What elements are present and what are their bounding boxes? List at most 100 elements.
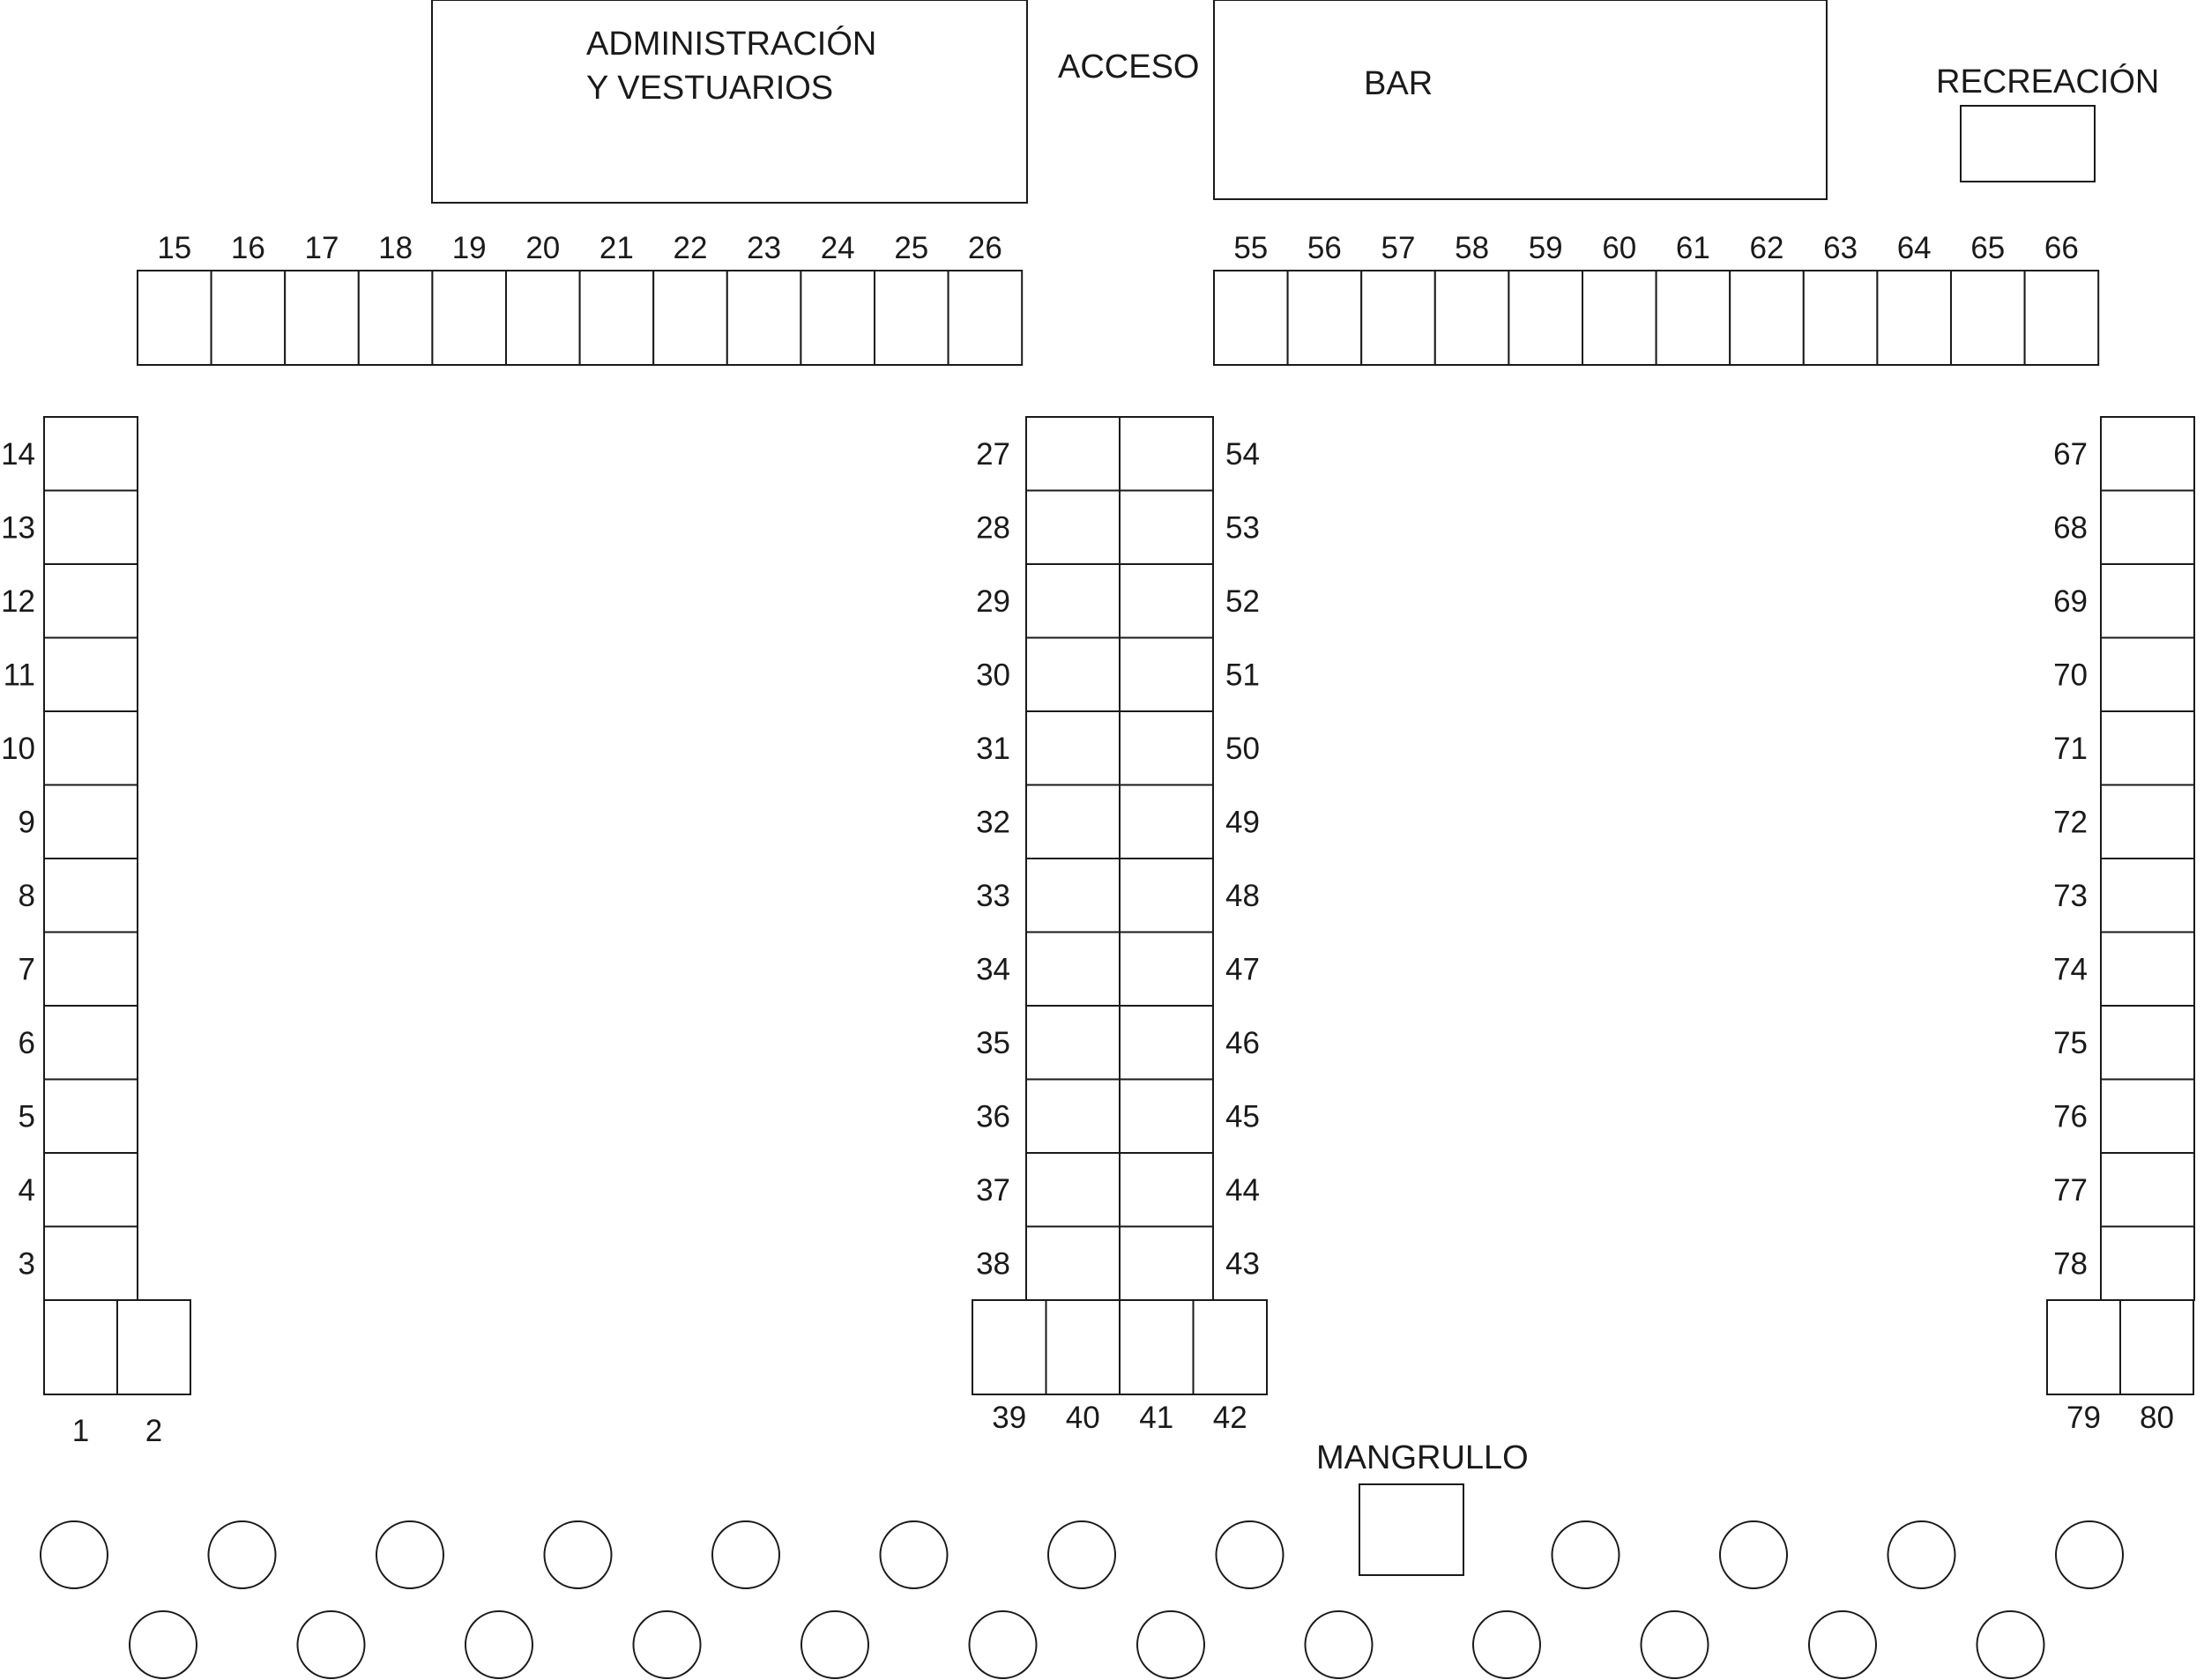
plot-64[interactable]	[1876, 270, 1952, 366]
plot-11[interactable]	[43, 636, 138, 712]
plot-52[interactable]	[1119, 563, 1214, 639]
plot-label-14: 14	[1, 437, 35, 472]
plot-26[interactable]	[947, 270, 1024, 366]
plot-40[interactable]	[1045, 1299, 1121, 1395]
plot-68[interactable]	[2100, 489, 2195, 565]
plot-label-39: 39	[992, 1401, 1026, 1435]
plot-46[interactable]	[1119, 1005, 1214, 1081]
administration-building	[431, 0, 1028, 204]
plot-20[interactable]	[505, 270, 581, 366]
plot-23[interactable]	[726, 270, 802, 366]
plot-7[interactable]	[43, 931, 138, 1007]
plot-19[interactable]	[431, 270, 507, 366]
plot-65[interactable]	[1950, 270, 2026, 366]
plot-10[interactable]	[43, 710, 138, 786]
plot-61[interactable]	[1655, 270, 1731, 366]
plot-16[interactable]	[210, 270, 287, 366]
plot-label-22: 22	[674, 231, 708, 265]
plot-63[interactable]	[1802, 270, 1879, 366]
plot-label-74: 74	[2053, 952, 2088, 986]
plot-label-57: 57	[1381, 231, 1416, 265]
plot-18[interactable]	[357, 270, 434, 366]
plot-4[interactable]	[43, 1152, 138, 1228]
plot-label-23: 23	[747, 231, 781, 265]
plot-45[interactable]	[1119, 1078, 1214, 1154]
plot-33[interactable]	[1025, 858, 1121, 933]
plot-49[interactable]	[1119, 784, 1214, 859]
plot-71[interactable]	[2100, 710, 2195, 786]
plot-label-35: 35	[976, 1026, 1010, 1060]
plot-79[interactable]	[2046, 1299, 2121, 1395]
plot-3[interactable]	[43, 1225, 138, 1301]
plot-39[interactable]	[972, 1299, 1047, 1395]
plot-76[interactable]	[2100, 1078, 2195, 1154]
plot-29[interactable]	[1025, 563, 1121, 639]
plot-14[interactable]	[43, 416, 138, 492]
plot-label-79: 79	[2066, 1401, 2101, 1435]
plot-48[interactable]	[1119, 858, 1214, 933]
plot-22[interactable]	[652, 270, 728, 366]
plot-55[interactable]	[1213, 270, 1289, 366]
plot-label-34: 34	[976, 952, 1010, 986]
plot-35[interactable]	[1025, 1005, 1121, 1081]
plot-label-54: 54	[1225, 437, 1260, 472]
plot-34[interactable]	[1025, 931, 1121, 1007]
plot-73[interactable]	[2100, 858, 2195, 933]
plot-41[interactable]	[1119, 1299, 1195, 1395]
plot-67[interactable]	[2100, 416, 2195, 492]
plot-27[interactable]	[1025, 416, 1121, 492]
plot-label-9: 9	[19, 805, 35, 839]
plot-15[interactable]	[137, 270, 212, 366]
plot-56[interactable]	[1286, 270, 1363, 366]
plot-62[interactable]	[1729, 270, 1805, 366]
plot-59[interactable]	[1508, 270, 1584, 366]
plot-51[interactable]	[1119, 636, 1214, 712]
plot-47[interactable]	[1119, 931, 1214, 1007]
plot-1[interactable]	[43, 1299, 118, 1395]
plot-32[interactable]	[1025, 784, 1121, 859]
plot-66[interactable]	[2023, 270, 2100, 366]
plot-43[interactable]	[1119, 1225, 1214, 1301]
plot-78[interactable]	[2100, 1225, 2195, 1301]
plot-36[interactable]	[1025, 1078, 1121, 1154]
plot-label-58: 58	[1455, 231, 1489, 265]
plot-37[interactable]	[1025, 1152, 1121, 1228]
plot-31[interactable]	[1025, 710, 1121, 786]
plot-25[interactable]	[874, 270, 949, 366]
plot-label-36: 36	[976, 1099, 1010, 1134]
plot-80[interactable]	[2119, 1299, 2194, 1395]
plot-77[interactable]	[2100, 1152, 2195, 1228]
plot-8[interactable]	[43, 858, 138, 933]
plot-58[interactable]	[1433, 270, 1510, 366]
plot-label-16: 16	[231, 231, 265, 265]
tree	[2055, 1520, 2124, 1589]
plot-21[interactable]	[578, 270, 655, 366]
plot-13[interactable]	[43, 489, 138, 565]
plot-75[interactable]	[2100, 1005, 2195, 1081]
plot-74[interactable]	[2100, 931, 2195, 1007]
plot-42[interactable]	[1192, 1299, 1268, 1395]
plot-6[interactable]	[43, 1005, 138, 1081]
access-label: ACCESO	[1058, 48, 1199, 85]
plot-50[interactable]	[1119, 710, 1214, 786]
plot-9[interactable]	[43, 784, 138, 859]
plot-53[interactable]	[1119, 489, 1214, 565]
plot-44[interactable]	[1119, 1152, 1214, 1228]
plot-57[interactable]	[1360, 270, 1436, 366]
plot-28[interactable]	[1025, 489, 1121, 565]
plot-label-46: 46	[1225, 1026, 1260, 1060]
plot-24[interactable]	[800, 270, 876, 366]
plot-70[interactable]	[2100, 636, 2195, 712]
plot-30[interactable]	[1025, 636, 1121, 712]
plot-72[interactable]	[2100, 784, 2195, 859]
plot-12[interactable]	[43, 563, 138, 639]
plot-38[interactable]	[1025, 1225, 1121, 1301]
plot-2[interactable]	[116, 1299, 191, 1395]
plot-69[interactable]	[2100, 563, 2195, 639]
plot-5[interactable]	[43, 1078, 138, 1154]
plot-54[interactable]	[1119, 416, 1214, 492]
plot-60[interactable]	[1582, 270, 1657, 366]
plot-17[interactable]	[284, 270, 360, 366]
